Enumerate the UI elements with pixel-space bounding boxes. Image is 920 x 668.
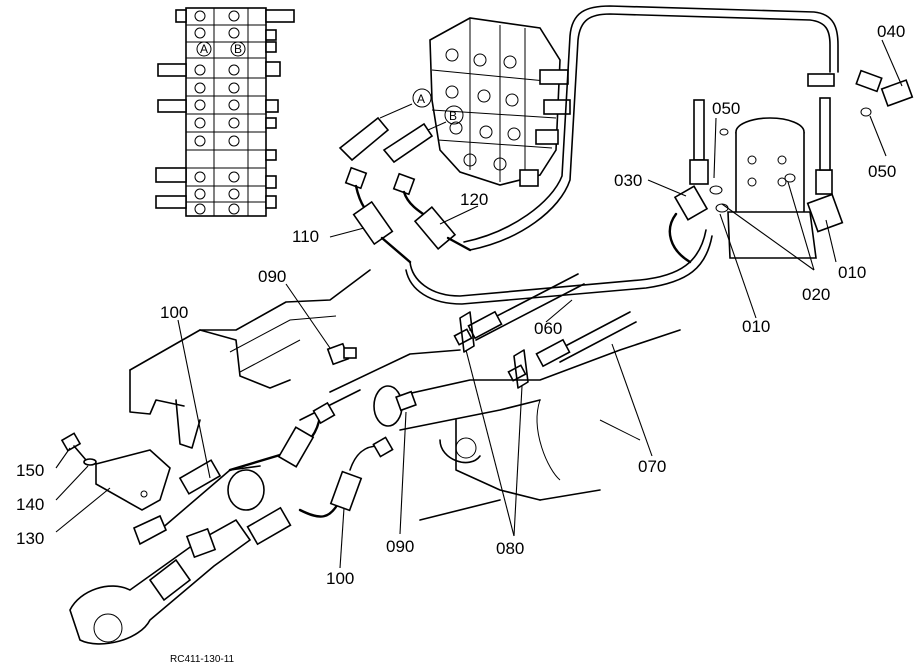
inset-valve-stack: A B	[155, 7, 295, 217]
label-060: 060	[534, 319, 562, 338]
lift-cylinder	[69, 465, 265, 645]
label-080: 080	[496, 539, 524, 558]
port-a-label: A	[417, 92, 425, 106]
label-100-lower: 100	[326, 569, 354, 588]
bolt-150	[60, 432, 87, 461]
elbow-090-upper	[326, 342, 357, 366]
tractor-frame	[129, 269, 681, 521]
label-030: 030	[614, 171, 642, 190]
label-110: 110	[292, 227, 319, 246]
label-120: 120	[460, 190, 488, 209]
washer-140	[83, 458, 97, 466]
inset-port-a-label: A	[200, 42, 208, 56]
label-150: 150	[16, 461, 44, 480]
cover-plate	[95, 449, 171, 546]
label-140: 140	[16, 495, 44, 514]
elbow-090-lower	[373, 385, 417, 427]
drawing-code: RC411-130-11	[170, 654, 235, 665]
valve-block	[668, 69, 914, 264]
label-090-upper: 090	[258, 267, 286, 286]
hose-110	[338, 116, 412, 264]
pipe-070	[507, 311, 637, 389]
label-020: 020	[802, 285, 830, 304]
control-valve-body: A B	[379, 17, 571, 187]
label-070: 070	[638, 457, 666, 476]
inset-port-b-label: B	[234, 42, 242, 56]
pipe-060	[453, 273, 585, 353]
label-050-left: 050	[712, 99, 740, 118]
label-010-right: 010	[838, 263, 866, 282]
label-040: 040	[877, 22, 905, 41]
hose-100-lower	[246, 436, 394, 546]
return-pipe-loop	[405, 5, 839, 305]
label-100-upper: 100	[160, 303, 188, 322]
leader-lines	[55, 39, 903, 569]
label-050-right: 050	[868, 162, 896, 181]
label-130: 130	[16, 529, 44, 548]
hose-100-upper	[178, 401, 336, 495]
label-010-lower: 010	[742, 317, 770, 336]
port-b-label: B	[449, 109, 457, 123]
label-090-lower: 090	[386, 537, 414, 556]
hose-120	[382, 122, 472, 252]
